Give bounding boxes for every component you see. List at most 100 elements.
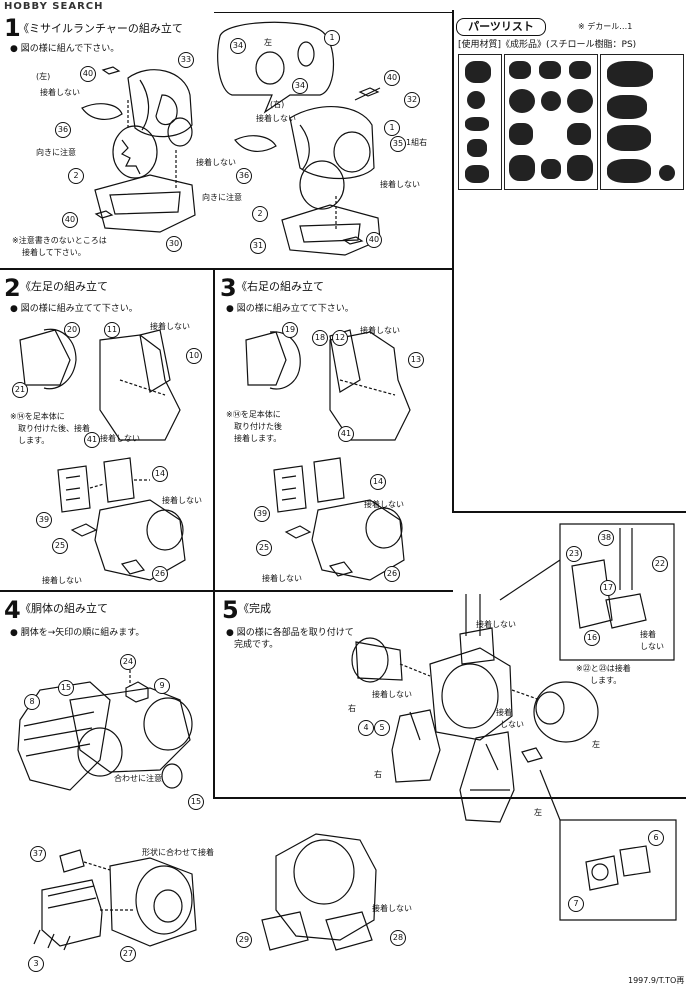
step-number: 5 bbox=[222, 596, 239, 624]
divider bbox=[452, 511, 686, 513]
part-number: 22 bbox=[652, 556, 668, 572]
part-number: 40 bbox=[80, 66, 96, 82]
divider bbox=[0, 268, 453, 270]
part-number: 38 bbox=[598, 530, 614, 546]
no-glue-label: 接着しない bbox=[380, 180, 420, 189]
no-glue-label: 接着しない bbox=[196, 158, 236, 167]
part-number: 26 bbox=[384, 566, 400, 582]
watermark: HOBBY SEARCH bbox=[4, 1, 104, 12]
part-number: 32 bbox=[404, 92, 420, 108]
part-number: 25 bbox=[52, 538, 68, 554]
side-label: 左 bbox=[592, 740, 600, 749]
step-number: 3 bbox=[220, 274, 237, 302]
divider bbox=[214, 12, 452, 13]
step-number: 2 bbox=[4, 274, 21, 302]
no-glue-label: 接着しない bbox=[364, 500, 404, 509]
part-number: 1 bbox=[324, 30, 340, 46]
part-number: 11 bbox=[104, 322, 120, 338]
part-number: 5 bbox=[374, 720, 390, 736]
sprue-a bbox=[458, 54, 502, 190]
part-number: 21 bbox=[12, 382, 28, 398]
part-number: 40 bbox=[62, 212, 78, 228]
inset-note: ※㉒と㉓は接着 bbox=[576, 664, 631, 673]
no-glue-label: 接着しない bbox=[40, 88, 80, 97]
part-number: 13 bbox=[408, 352, 424, 368]
step-title: 《右足の組み立て bbox=[236, 280, 324, 293]
part-number: 36 bbox=[236, 168, 252, 184]
part-number: 29 bbox=[236, 932, 252, 948]
step-title: 《左足の組み立て bbox=[20, 280, 108, 293]
step-note: ● 図の様に組み立てて下さい。 bbox=[10, 304, 138, 314]
note-text: 胴体を→矢印の順に組みます。 bbox=[20, 628, 145, 638]
part-number: 3 bbox=[28, 956, 44, 972]
footnote: ※注意書きのないところは bbox=[12, 236, 107, 245]
note-text: 図の様に組み立てて下さい。 bbox=[236, 304, 354, 314]
part-number: 1 bbox=[384, 120, 400, 136]
part-number: 6 bbox=[648, 830, 664, 846]
decal-count: ※ デカール…1 bbox=[578, 22, 633, 31]
part-number: 41 bbox=[338, 426, 354, 442]
footnote: 接着して下さい。 bbox=[22, 248, 86, 257]
sub-note: 取り付けた後、接着 bbox=[18, 424, 90, 433]
set-right-label: 1組右 bbox=[406, 138, 428, 147]
part-number: 19 bbox=[282, 322, 298, 338]
footer-date: 1997.9/T.TO再 bbox=[628, 976, 685, 985]
inset-note: します。 bbox=[590, 676, 622, 685]
part-number: 25 bbox=[256, 540, 272, 556]
no-glue-label: しない bbox=[500, 720, 524, 729]
sub-note: 接着します。 bbox=[234, 434, 282, 443]
divider bbox=[213, 268, 215, 798]
step-note: ● 図の様に組んで下さい。 bbox=[10, 44, 120, 54]
left-top-label: 左 bbox=[264, 38, 272, 47]
label-right: (右) bbox=[270, 100, 285, 109]
no-glue-label: 接着しない bbox=[360, 326, 400, 335]
part-number: 16 bbox=[584, 630, 600, 646]
parts-list-title: パーツリスト bbox=[456, 18, 546, 36]
part-number: 34 bbox=[230, 38, 246, 54]
no-glue-label: 接着しない bbox=[42, 576, 82, 585]
inset-glue-label: しない bbox=[640, 642, 664, 651]
part-number: 41 bbox=[84, 432, 100, 448]
part-number: 33 bbox=[178, 52, 194, 68]
part-number: 20 bbox=[64, 322, 80, 338]
part-number: 4 bbox=[358, 720, 374, 736]
no-glue-label: 接着しない bbox=[476, 620, 516, 629]
part-number: 14 bbox=[370, 474, 386, 490]
part-number: 26 bbox=[152, 566, 168, 582]
side-label: 右 bbox=[348, 704, 356, 713]
part-number: 8 bbox=[24, 694, 40, 710]
part-number: 2 bbox=[252, 206, 268, 222]
step-note: ● 図の様に各部品を取り付けて bbox=[226, 628, 354, 638]
part-number: 34 bbox=[292, 78, 308, 94]
part-number: 12 bbox=[332, 330, 348, 346]
part-number: 7 bbox=[568, 896, 584, 912]
part-number: 10 bbox=[186, 348, 202, 364]
no-glue-label: 接着しない bbox=[262, 574, 302, 583]
part-number: 37 bbox=[30, 846, 46, 862]
part-number: 14 bbox=[152, 466, 168, 482]
part-number: 40 bbox=[366, 232, 382, 248]
part-number: 15 bbox=[188, 794, 204, 810]
part-number: 24 bbox=[120, 654, 136, 670]
step-note: ● 図の様に組み立てて下さい。 bbox=[226, 304, 354, 314]
part-number: 30 bbox=[166, 236, 182, 252]
no-glue-label: 接着 bbox=[496, 708, 512, 717]
part-number: 9 bbox=[154, 678, 170, 694]
part-number: 2 bbox=[68, 168, 84, 184]
note-text: 図の様に組み立てて下さい。 bbox=[20, 304, 138, 314]
align-note: 合わせに注意 bbox=[114, 774, 162, 783]
divider bbox=[213, 797, 686, 799]
no-glue-label: 接着しない bbox=[256, 114, 296, 123]
part-number: 15 bbox=[58, 680, 74, 696]
inset-glue-label: 接着 bbox=[640, 630, 656, 639]
step-title: 《ミサイルランチャーの組み立て bbox=[18, 22, 183, 35]
step-note: ● 胴体を→矢印の順に組みます。 bbox=[10, 628, 145, 638]
part-number: 39 bbox=[36, 512, 52, 528]
sub-note: 取り付けた後 bbox=[234, 422, 282, 431]
shape-glue-note: 形状に合わせて接着 bbox=[142, 848, 214, 857]
part-number: 17 bbox=[600, 580, 616, 596]
no-glue-label: 接着しない bbox=[150, 322, 190, 331]
step-note: 完成です。 bbox=[234, 640, 279, 650]
